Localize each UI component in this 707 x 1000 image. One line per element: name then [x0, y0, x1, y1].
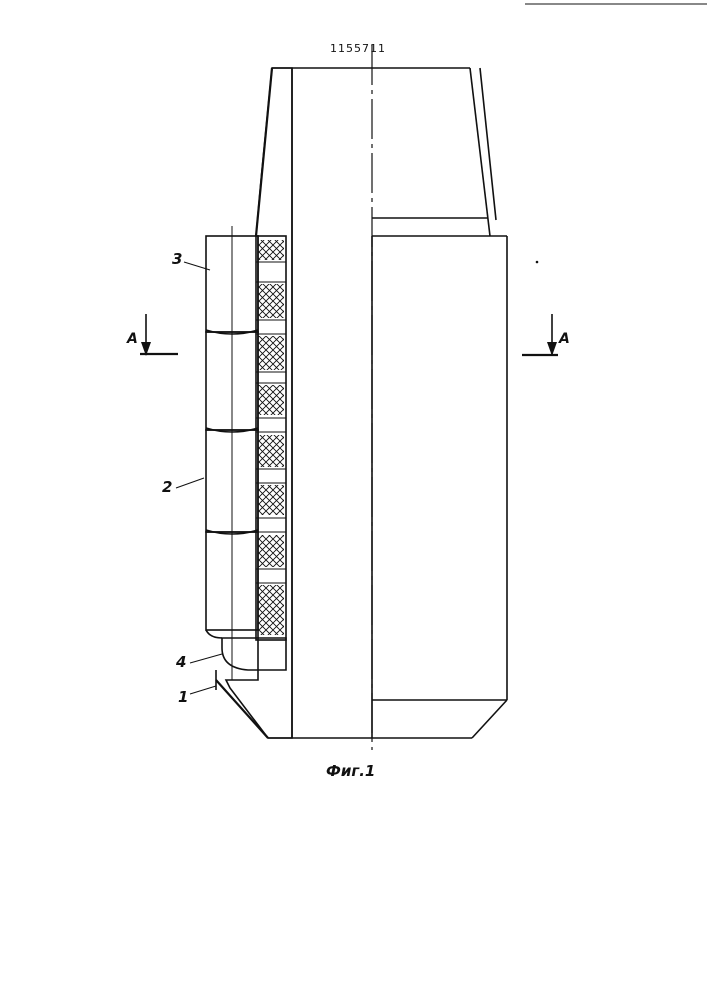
svg-text:1: 1 — [178, 688, 188, 706]
figure-caption: Фиг.1 — [326, 762, 375, 780]
print-speck — [536, 261, 539, 264]
section-letter-left: A — [126, 331, 138, 347]
callout-2: 2 — [162, 478, 204, 496]
cutter-blocks — [206, 226, 258, 680]
svg-text:2: 2 — [162, 478, 172, 496]
section-letter-right: A — [558, 331, 570, 347]
svg-text:3: 3 — [172, 250, 182, 268]
callout-3: 3 — [172, 250, 210, 270]
section-mark-right: A — [522, 314, 570, 356]
patent-number: 1155711 — [330, 42, 386, 55]
body-outline — [268, 68, 507, 738]
callout-4: 4 — [175, 653, 222, 671]
svg-text:4: 4 — [175, 653, 186, 671]
section-mark-left: A — [126, 314, 178, 356]
elastic-insert-column — [256, 236, 286, 640]
callout-1: 1 — [178, 686, 216, 706]
